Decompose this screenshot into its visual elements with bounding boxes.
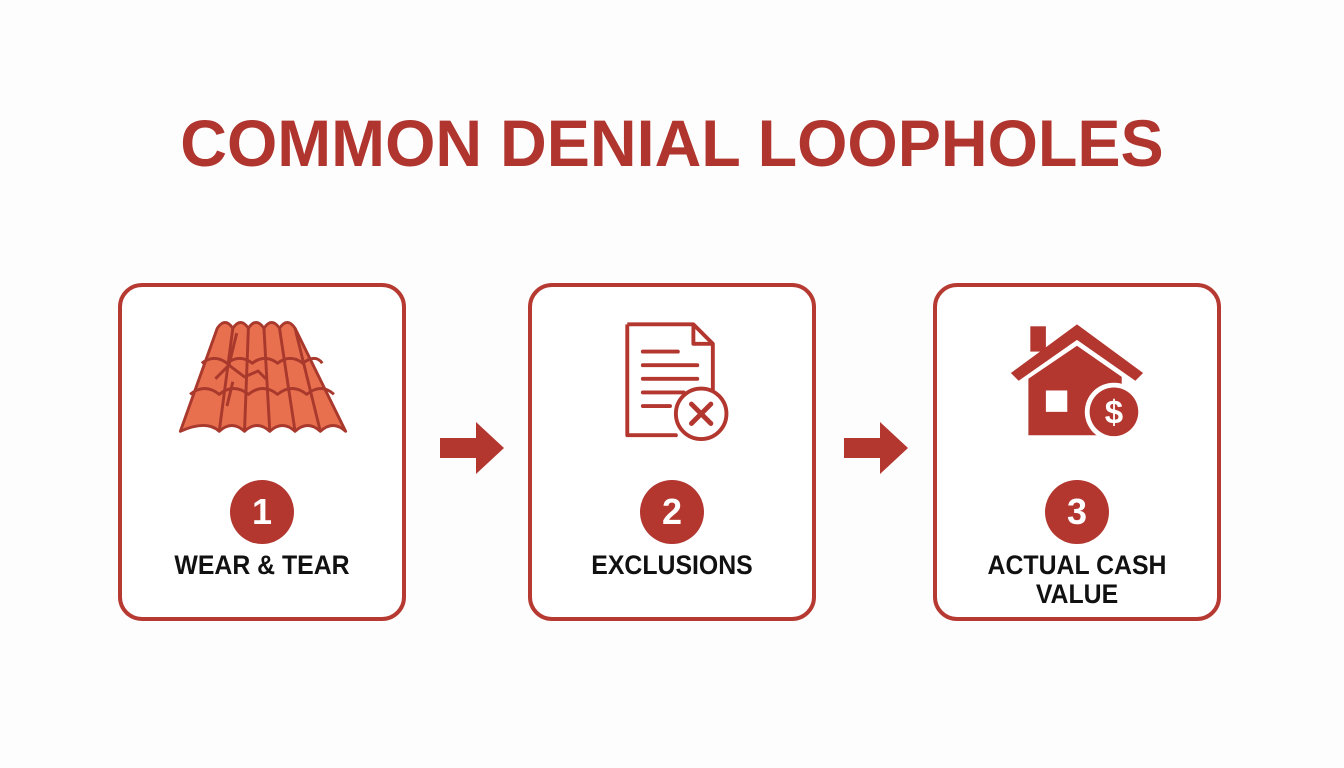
document-x-icon bbox=[625, 322, 729, 442]
step-card-actual-cash-value: $ 3 ACTUAL CASH VALUE bbox=[933, 283, 1221, 621]
house-dollar-icon: $ bbox=[1010, 324, 1144, 442]
cracked-roof-tiles-icon bbox=[178, 320, 348, 433]
step-label: EXCLUSIONS bbox=[591, 550, 753, 580]
step-label-line1: ACTUAL CASH bbox=[987, 550, 1167, 580]
arrow-right-icon bbox=[440, 422, 504, 474]
step-label-line2: VALUE bbox=[1035, 579, 1119, 609]
step-number-badge: 2 bbox=[640, 480, 704, 544]
step-card-exclusions: 2 EXCLUSIONS bbox=[528, 283, 816, 621]
svg-text:$: $ bbox=[1105, 395, 1123, 432]
step-number-badge: 1 bbox=[230, 480, 294, 544]
page-title: COMMON DENIAL LOOPHOLES bbox=[180, 106, 1164, 180]
step-label: WEAR & TEAR bbox=[174, 550, 350, 580]
step-card-wear-tear: 1 WEAR & TEAR bbox=[118, 283, 406, 621]
arrow-right-icon bbox=[844, 422, 908, 474]
step-number-badge: 3 bbox=[1045, 480, 1109, 544]
